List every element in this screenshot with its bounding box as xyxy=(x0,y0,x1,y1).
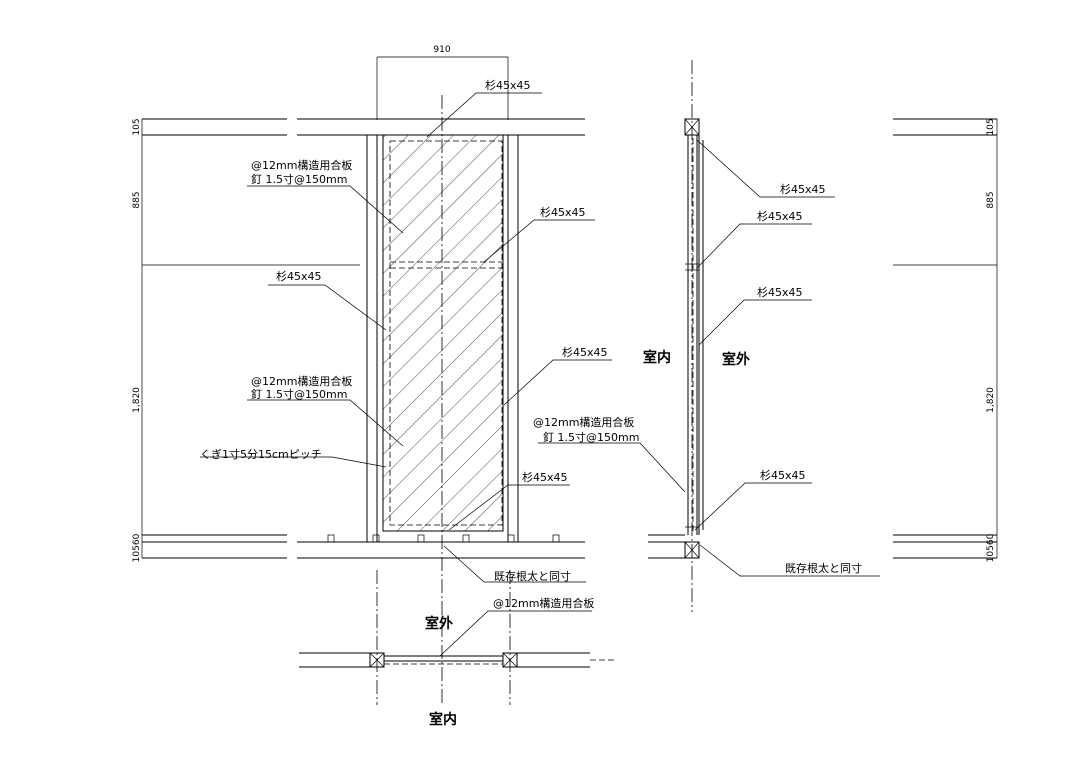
label-outside-side: 室外 xyxy=(722,351,750,368)
label-plywood-lower: @12mm構造用合板 xyxy=(251,374,352,388)
label-sugi-side-1: 杉45x45 xyxy=(780,182,826,196)
label-joist: 既存根太と同寸 xyxy=(494,569,571,583)
front-elevation: 910 xyxy=(132,45,612,705)
dim-right-885: 885 xyxy=(986,191,996,208)
leader-plywood-upper: @12mm構造用合板 釘 1.5寸@150mm xyxy=(247,158,404,234)
label-sugi-right: 杉45x45 xyxy=(562,345,608,359)
label-kugi: くぎ1寸5分15cmピッチ xyxy=(200,447,322,461)
plywood-panel xyxy=(382,134,504,532)
floor-beam xyxy=(142,534,585,559)
leader-sugi-top: 杉45x45 xyxy=(426,78,542,138)
leader-sugi-left: 杉45x45 xyxy=(268,269,387,331)
leader-kugi: くぎ1寸5分15cmピッチ xyxy=(200,447,387,468)
leader-plywood-lower: @12mm構造用合板 釘 1.5寸@150mm xyxy=(247,374,404,447)
label-nail-side: 釘 1.5寸@150mm xyxy=(543,430,639,444)
label-joist-side: 既存根太と同寸 xyxy=(785,561,862,575)
label-sugi-side-4: 杉45x45 xyxy=(760,468,806,482)
leader-sugi-right: 杉45x45 xyxy=(503,345,612,406)
label-outside-plan: 室外 xyxy=(425,615,453,632)
label-nail-lower: 釘 1.5寸@150mm xyxy=(251,387,347,401)
dim-910-label: 910 xyxy=(433,45,450,55)
posts xyxy=(366,135,519,542)
upper-beam xyxy=(142,118,585,136)
label-sugi-side-2: 杉45x45 xyxy=(757,209,803,223)
leader-joist: 既存根太と同寸 xyxy=(443,545,586,583)
label-inside-plan: 室内 xyxy=(429,711,457,728)
side-section: 杉45x45 杉45x45 杉45x45 @12mm構造用合板 釘 1.5寸@1… xyxy=(533,60,880,612)
dimension-910: 910 xyxy=(376,45,509,120)
dim-left-885: 885 xyxy=(132,191,142,208)
label-sugi-bottom: 杉45x45 xyxy=(522,470,568,484)
dim-right-10560: 10560 xyxy=(986,533,996,562)
label-sugi-mid-right: 杉45x45 xyxy=(540,205,586,219)
label-sugi-top: 杉45x45 xyxy=(485,78,531,92)
leader-sugi-mid-right: 杉45x45 xyxy=(483,205,595,263)
dim-right-105: 105 xyxy=(986,118,996,135)
label-plywood-side: @12mm構造用合板 xyxy=(533,415,634,429)
dim-left-10560: 10560 xyxy=(132,533,142,562)
dim-left-1820: 1,820 xyxy=(132,387,142,413)
label-nail-upper: 釘 1.5寸@150mm xyxy=(251,172,347,186)
dim-left-105: 105 xyxy=(132,118,142,135)
label-inside-side: 室内 xyxy=(643,349,671,366)
label-sugi-side-3: 杉45x45 xyxy=(757,285,803,299)
left-dimension: 105 885 1,820 10560 xyxy=(132,118,143,562)
label-sugi-left: 杉45x45 xyxy=(276,269,322,283)
leader-sugi-bottom: 杉45x45 xyxy=(448,470,570,531)
plan-section: @12mm構造用合板 室外 室内 xyxy=(299,596,616,728)
dim-right-1820: 1,820 xyxy=(986,387,996,413)
label-plywood-upper: @12mm構造用合板 xyxy=(251,158,352,172)
label-plywood-plan: @12mm構造用合板 xyxy=(493,596,594,610)
right-dimension: 105 885 1,820 10560 xyxy=(893,118,998,562)
